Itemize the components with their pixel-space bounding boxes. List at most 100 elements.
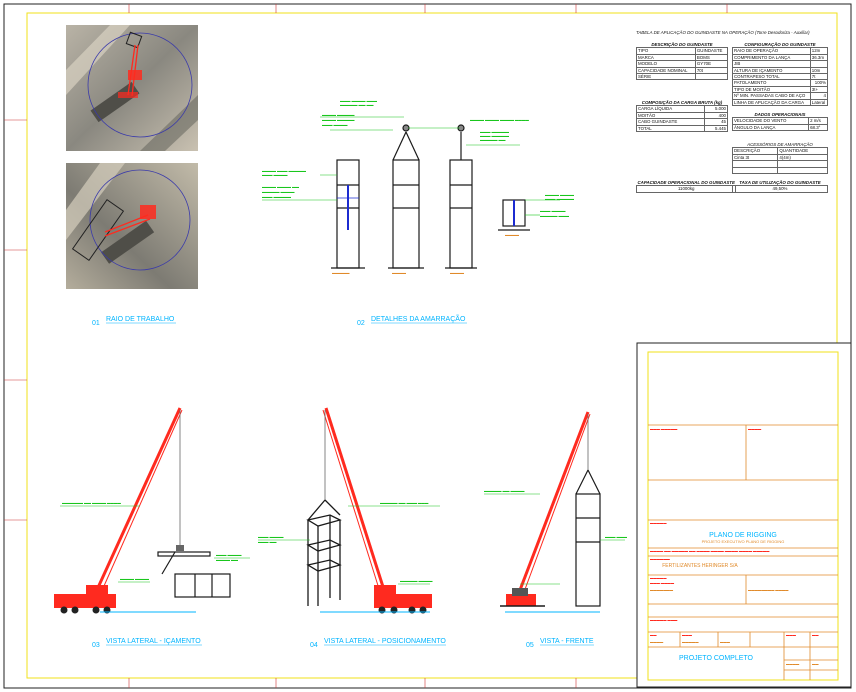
svg-text:▬▬▬▬ ▬▬: ▬▬▬▬ ▬▬ — [216, 558, 238, 562]
annotation-leaders — [262, 116, 560, 216]
cell: SÉRIE — [636, 72, 696, 81]
svg-text:▬▬▬ ▬▬▬▬: ▬▬▬ ▬▬▬▬ — [650, 581, 675, 585]
rigging-detail-2 — [388, 124, 424, 269]
svg-text:▬▬▬ ▬▬: ▬▬▬ ▬▬ — [258, 540, 277, 544]
rigging-detail-1 — [331, 159, 365, 269]
svg-text:▬▬▬▬▬ ▬▬▬: ▬▬▬▬▬ ▬▬▬ — [540, 214, 569, 218]
svg-text:▬▬▬: ▬▬▬ — [786, 633, 797, 637]
svg-text:▬▬▬▬: ▬▬▬▬ — [748, 427, 762, 431]
load-frame-positioning — [306, 499, 342, 606]
svg-text:▬▬▬ ▬▬▬▬: ▬▬▬ ▬▬▬▬ — [262, 173, 288, 177]
title-block-frame: ▬▬▬ ▬▬▬▬▬▬▬▬▬ ▬▬▬▬▬ ▬▬▬▬ ▬▬ ▬▬▬▬▬ ▬▬ ▬▬▬… — [636, 342, 852, 688]
cell — [731, 166, 779, 175]
table-header: DADOS OPERACIONAIS — [754, 112, 806, 117]
svg-text:▬▬▬ ▬▬▬: ▬▬▬ ▬▬▬ — [605, 535, 627, 539]
svg-text:▬▬▬▬ ▬▬▬▬▬: ▬▬▬▬ ▬▬▬▬▬ — [322, 118, 355, 122]
plan-title: PLANO DE RIGGING — [709, 532, 777, 539]
cell: CABO GUINDASTE — [635, 118, 706, 126]
crane-side-lifting — [54, 407, 196, 614]
cell: TOTAL — [635, 124, 706, 133]
svg-text:▬▬▬▬▬▬: ▬▬▬▬▬▬ — [650, 557, 670, 561]
application-table-title: TABELA DE APLICAÇÃO DO GUINDASTE NA OPER… — [636, 30, 832, 35]
footer-title: PROJETO COMPLETO — [679, 655, 754, 662]
svg-text:▬▬▬ ▬▬▬▬▬: ▬▬▬ ▬▬▬▬▬ — [480, 130, 509, 134]
cell: CAPACIDADE NOMINAL — [636, 66, 696, 75]
svg-text:▬▬▬ ▬▬▬▬: ▬▬▬ ▬▬▬▬ — [322, 123, 348, 127]
svg-text:▬▬▬▬▬ ▬▬▬▬: ▬▬▬▬▬ ▬▬▬▬ — [400, 579, 433, 583]
utilization-rate-table: TAXA DE UTILIZAÇÃO DO GUINDASTE 49,50% — [732, 180, 828, 193]
view-title: DETALHES DA AMARRAÇÃO — [371, 314, 466, 323]
table-header: ACESSÓRIOS DE AMARRAÇÃO — [747, 142, 813, 147]
cell: CARGA LÍQUIDA — [635, 105, 706, 113]
table-title: TABELA DE APLICAÇÃO DO GUINDASTE NA OPER… — [636, 30, 810, 35]
svg-text:▬▬▬ ▬▬▬▬: ▬▬▬ ▬▬▬▬ — [216, 553, 242, 557]
svg-text:▬▬▬▬▬ ▬▬ ▬▬: ▬▬▬▬▬ ▬▬ ▬▬ — [340, 103, 374, 107]
cell — [777, 166, 828, 175]
dimension-tags: ▬▬▬▬▬▬▬▬▬▬▬▬▬▬▬▬▬ — [332, 233, 520, 275]
cell: LINHA DE APLICAÇÃO DA CARGA — [732, 98, 811, 107]
svg-text:▬▬▬▬ ▬▬▬ ▬▬▬▬▬: ▬▬▬▬ ▬▬▬ ▬▬▬▬▬ — [262, 169, 306, 173]
svg-text:▬▬▬▬ ▬▬▬▬ ▬▬▬▬ ▬▬▬▬: ▬▬▬▬ ▬▬▬▬ ▬▬▬▬ ▬▬▬▬ — [470, 118, 529, 122]
view-number: 05 — [526, 642, 534, 649]
svg-text:▬▬▬ ▬▬▬▬ ▬▬▬: ▬▬▬ ▬▬▬▬ ▬▬▬ — [340, 99, 377, 103]
view-label-04: 04 VISTA LATERAL - POSICIONAMENTO — [310, 638, 446, 649]
capacity-value: 11000kg — [635, 185, 737, 193]
svg-text:▬▬▬▬▬ ▬▬▬▬: ▬▬▬▬▬ ▬▬▬▬ — [262, 190, 295, 194]
lower-annotation-leaders — [60, 493, 625, 585]
svg-text:▬▬▬ ▬▬▬▬: ▬▬▬ ▬▬▬▬ — [258, 535, 284, 539]
cell: Lateral — [809, 98, 829, 107]
svg-text:▬▬: ▬▬ — [812, 633, 819, 637]
cell: VELOCIDADE DO VENTO — [731, 117, 810, 125]
svg-text:▬▬▬▬: ▬▬▬▬ — [450, 271, 465, 275]
cell — [694, 72, 729, 81]
table-header: CAPACIDADE OPERACIONAL DO GUINDASTE — [637, 180, 735, 185]
plan-subtitle: PROJETO EXECUTIVO PLANO DE RIGGING — [702, 539, 785, 544]
cell: Nº MIN. PASSADAS CABO DE AÇO — [732, 92, 811, 100]
svg-text:▬▬▬▬: ▬▬▬▬ — [650, 640, 664, 644]
cell: 10m — [809, 66, 829, 75]
view-label-01: 01 RAIO DE TRABALHO — [92, 316, 176, 327]
cell: 5.445 — [704, 124, 728, 133]
gross-load-table: COMPOSIÇÃO DA CARGA BRUTA (kg) CARGA LÍQ… — [635, 100, 728, 133]
table-header: COMPOSIÇÃO DA CARGA BRUTA (kg) — [641, 100, 723, 105]
frame-ticks — [4, 4, 728, 688]
rigging-detail-3 — [445, 124, 477, 269]
svg-text:▬▬▬▬▬ ▬▬: ▬▬▬▬▬ ▬▬ — [480, 138, 506, 142]
table-header: DESCRIÇÃO DO GUINDASTE — [651, 42, 713, 47]
svg-text:▬▬▬▬ ▬▬▬▬: ▬▬▬▬ ▬▬▬▬ — [545, 193, 574, 197]
svg-text:▬▬: ▬▬ — [812, 662, 819, 666]
cell: 4(4m) — [777, 153, 828, 162]
cell: 68.3° — [808, 123, 828, 132]
aerial-photo-top — [66, 25, 198, 151]
table-header: TAXA DE UTILIZAÇÃO DO GUINDASTE — [739, 180, 821, 185]
svg-text:▬▬▬ ▬▬▬▬▬: ▬▬▬ ▬▬▬▬▬ — [262, 195, 291, 199]
cell: GUINDASTE — [694, 47, 729, 55]
utilization-value: 49,50% — [732, 185, 828, 193]
svg-text:▬▬▬▬ ▬▬▬▬ ▬▬: ▬▬▬▬ ▬▬▬▬ ▬▬ — [262, 185, 299, 189]
svg-text:▬▬▬ ▬▬▬▬▬: ▬▬▬ ▬▬▬▬▬ — [480, 134, 509, 138]
svg-text:▬▬▬▬▬ ▬▬▬: ▬▬▬▬▬ ▬▬▬ — [650, 618, 678, 622]
svg-text:▬▬▬▬ ▬▬▬▬▬: ▬▬▬▬ ▬▬▬▬▬ — [322, 113, 355, 117]
svg-text:▬▬▬▬▬▬▬: ▬▬▬▬▬▬▬ — [650, 588, 674, 592]
cell: DESCRIÇÃO — [731, 147, 779, 155]
svg-text:▬▬▬ ▬▬▬▬▬: ▬▬▬ ▬▬▬▬▬ — [650, 427, 678, 431]
table-header: CONFIGURAÇÃO DO GUINDASTE — [744, 42, 816, 47]
lower-annotation-texts: ▬▬▬▬▬▬ ▬▬ ▬▬▬▬ ▬▬▬▬ ▬▬▬▬ ▬▬▬▬ ▬▬▬ ▬▬▬▬▬▬… — [62, 489, 627, 583]
crane-capacity-table: CAPACIDADE OPERACIONAL DO GUINDASTE 1100… — [635, 180, 737, 193]
cell: 12m — [809, 47, 829, 55]
svg-text:▬▬▬▬: ▬▬▬▬ — [392, 271, 407, 275]
crane-front — [500, 411, 600, 613]
view-label-02: 02 DETALHES DA AMARRAÇÃO — [357, 314, 467, 327]
cell: 36.3m — [809, 53, 829, 62]
view-title: VISTA - FRENTE — [540, 638, 594, 645]
svg-text:▬▬▬: ▬▬▬ — [682, 633, 693, 637]
svg-text:▬▬▬▬▬▬▬▬ ▬▬▬▬: ▬▬▬▬▬▬▬▬ ▬▬▬▬ — [748, 588, 789, 592]
svg-text:▬▬▬▬▬ ▬▬ ▬▬▬▬: ▬▬▬▬▬ ▬▬ ▬▬▬▬ — [484, 489, 525, 493]
view-number: 02 — [357, 320, 365, 327]
svg-text:▬▬: ▬▬ — [650, 633, 657, 637]
svg-text:▬▬▬▬ ▬▬▬▬: ▬▬▬▬ ▬▬▬▬ — [120, 577, 149, 581]
